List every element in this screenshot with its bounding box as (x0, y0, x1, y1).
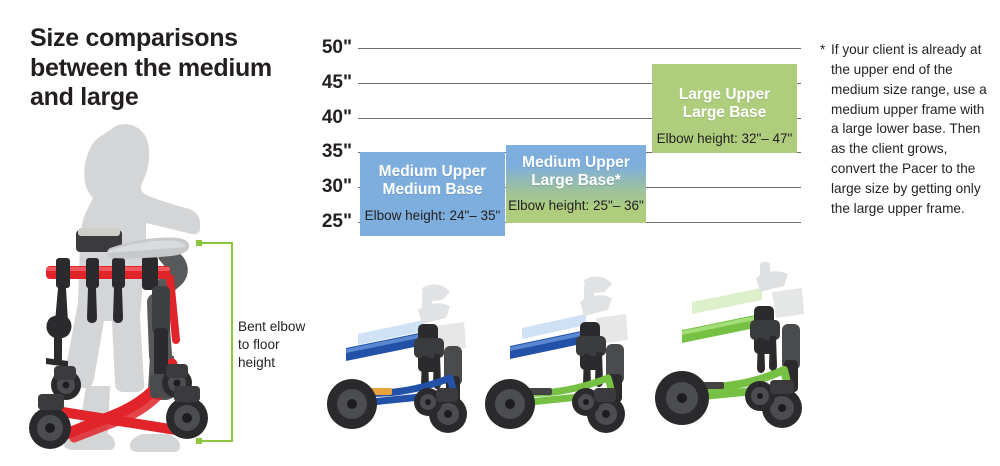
bracket-nub-bottom (196, 438, 202, 444)
gridline-40 (358, 118, 801, 119)
bar-medium-upper-large-base[interactable]: Medium Upper Large Base* Elbow height: 2… (506, 145, 646, 223)
bar-title-medium-large: Medium Upper Large Base* (506, 154, 646, 190)
size-comparison-chart: 50" 45" 40" 35" 30" 25" Medium Upper Med… (0, 0, 830, 250)
pacer-green-svg (655, 262, 804, 428)
bar-title-large-large: Large Upper Large Base (652, 86, 797, 122)
gridline-50 (358, 48, 801, 49)
bracket-label: Bent elbow to floor height (238, 318, 328, 372)
bar-subtitle-medium-medium: Elbow height: 24"– 35" (364, 207, 501, 223)
y-tick-40: 40" (321, 107, 352, 128)
y-tick-25: 25" (321, 211, 352, 232)
y-tick-35: 35" (321, 141, 352, 162)
bar-title-medium-medium: Medium Upper Medium Base (360, 163, 505, 199)
thumbnail-pacer-large-upper-large-base (650, 262, 840, 442)
bar-subtitle-medium-large: Elbow height: 25"– 36" (508, 197, 644, 213)
ghost-upper-extension (522, 276, 628, 344)
bar-medium-upper-medium-base[interactable]: Medium Upper Medium Base Elbow height: 2… (360, 152, 505, 236)
thumb-wheels-blue (327, 379, 467, 433)
pacer-wheels (29, 364, 208, 449)
bar-title-line1: Medium Upper (522, 154, 630, 171)
bracket-label-line3: height (238, 355, 276, 371)
pacer-seat-prompt (107, 237, 190, 259)
bracket-nub-top (196, 240, 202, 246)
pacer-blue-green-svg (485, 276, 628, 433)
bar-title-line1: Medium Upper (378, 163, 487, 180)
bar-title-line1: Large Upper (678, 86, 771, 103)
bar-subtitle-large-large: Elbow height: 32"– 47" (656, 130, 793, 146)
thumb-wheels-green (655, 371, 802, 428)
thumb-wheels-blue-green (485, 379, 625, 433)
pacer-hardware-clamps (46, 228, 158, 367)
gridline-45 (358, 83, 801, 84)
page-title: Size comparisons between the medium and … (30, 24, 272, 111)
footnote: * If your client is already at the upper… (820, 40, 990, 219)
bar-large-upper-large-base[interactable]: Large Upper Large Base Elbow height: 32"… (652, 64, 797, 153)
bracket-label-line2: to floor (238, 337, 280, 353)
y-axis: 50" 45" 40" 35" 30" 25" (306, 0, 352, 250)
thumbnail-pacer-medium-upper-large-base (480, 272, 660, 442)
y-tick-45: 45" (321, 72, 352, 93)
pacer-blue-svg (327, 284, 467, 433)
y-tick-30: 30" (321, 176, 352, 197)
footnote-marker: * (820, 42, 826, 57)
thumbnail-pacer-medium-upper-medium-base (322, 282, 502, 442)
bar-title-line2: Large Base* (531, 171, 621, 189)
elbow-height-bracket (196, 240, 233, 444)
footnote-text: If your client is already at the upper e… (831, 42, 987, 216)
main-illustration-pacer-red (24, 118, 234, 458)
upper-frame-green (682, 306, 800, 392)
bar-title-line2: Large Base (682, 103, 767, 121)
bar-title-line2: Medium Base (382, 180, 483, 198)
y-tick-50: 50" (321, 37, 352, 58)
ghost-upper-extension (692, 262, 804, 318)
pacer-red-svg (29, 124, 208, 452)
bracket-label-line1: Bent elbow (238, 319, 306, 334)
